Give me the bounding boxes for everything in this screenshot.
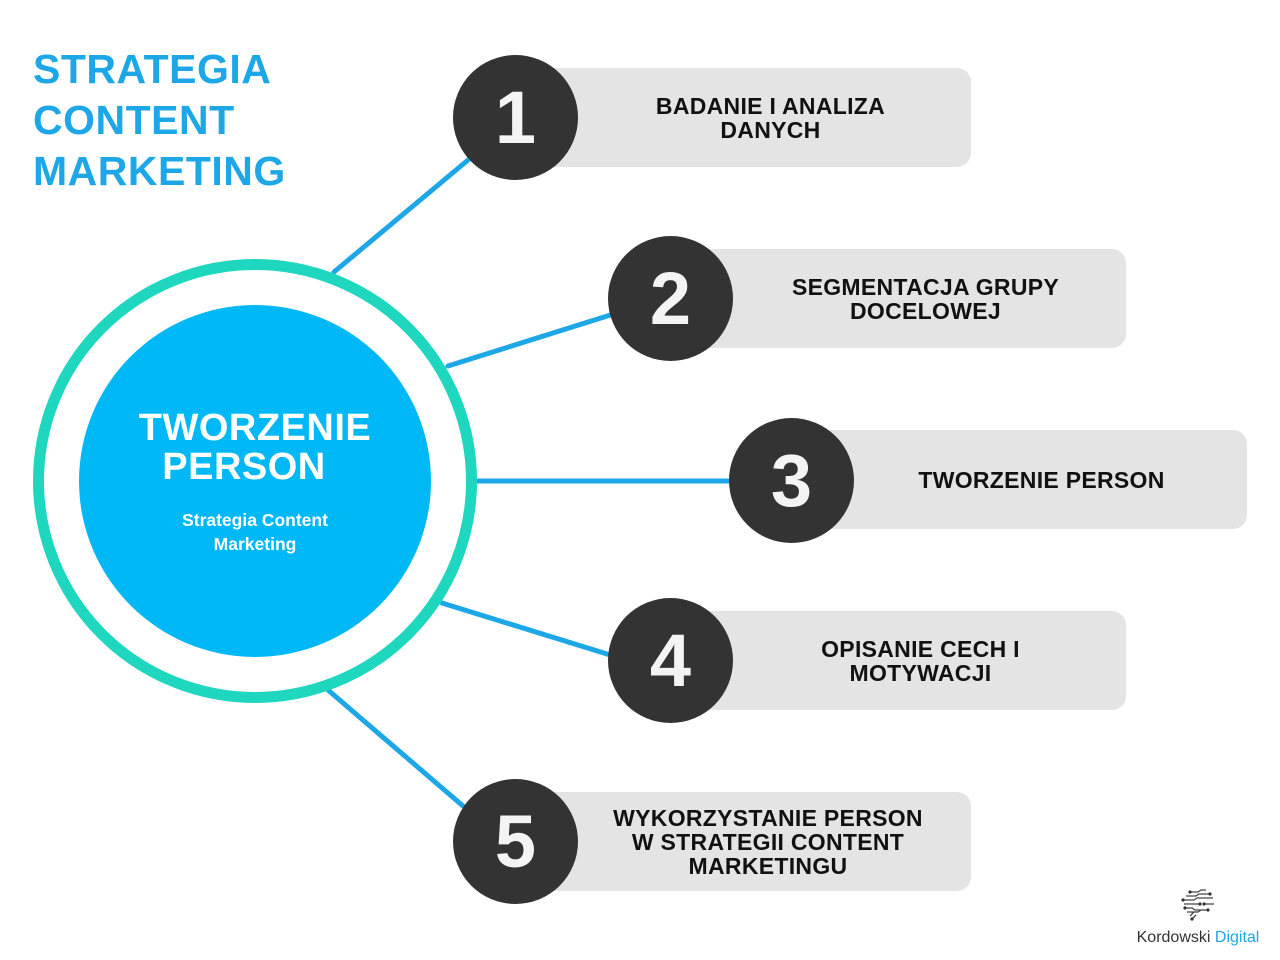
step-5-label-line-3: MARKETINGU (688, 852, 848, 879)
step-3-bar: TWORZENIE PERSON (816, 430, 1247, 529)
step-4-number-badge: 4 (608, 598, 733, 723)
hub-circle: TWORZENIE PERSON Strategia Content Marke… (79, 305, 431, 657)
step-3-label-line-1: TWORZENIE PERSON (918, 466, 1165, 493)
brand-name: Kordowski Digital (1118, 929, 1278, 947)
step-2-label: SEGMENTACJA GRUPY DOCELOWEJ (792, 275, 1059, 323)
step-4-bar: OPISANIE CECH I MOTYWACJI (695, 611, 1126, 710)
step-2-label-line-1: SEGMENTACJA GRUPY (791, 273, 1060, 300)
step-4-label-line-1: OPISANIE CECH I (821, 635, 1020, 662)
step-5-number-badge: 5 (453, 779, 578, 904)
page-title: STRATEGIA CONTENT MARKETING (33, 44, 286, 197)
step-3-number-badge: 3 (729, 418, 854, 543)
step-3-label: TWORZENIE PERSON (918, 468, 1164, 492)
step-4-label: OPISANIE CECH I MOTYWACJI (821, 637, 1020, 685)
step-2-number-badge: 2 (608, 236, 733, 361)
circuit-brain-icon (1181, 889, 1214, 921)
brand-logo: Kordowski Digital (1118, 888, 1278, 947)
hub-outer-ring (33, 259, 477, 703)
hub-subtitle: Strategia Content Marketing (79, 508, 431, 556)
connector-1 (331, 147, 483, 275)
step-5-label-line-1: WYKORZYSTANIE PERSON (613, 804, 923, 831)
step-4-label-line-2: MOTYWACJI (849, 659, 992, 686)
hub-title-line-2: PERSON (162, 446, 326, 488)
connector-2 (445, 309, 623, 369)
step-1-label-line-2: DANYCH (720, 116, 821, 143)
step-2-label-line-2: DOCELOWEJ (850, 297, 1001, 324)
title-line-1: STRATEGIA (33, 46, 272, 92)
connector-5 (325, 687, 473, 815)
step-5-label-line-2: W STRATEGII CONTENT (631, 828, 905, 855)
step-5-bar: WYKORZYSTANIE PERSON W STRATEGII CONTENT… (540, 792, 971, 891)
step-1-bar: BADANIE I ANALIZA DANYCH (540, 68, 971, 167)
step-2-bar: SEGMENTACJA GRUPY DOCELOWEJ (695, 249, 1126, 348)
hub-title: TWORZENIE PERSON (79, 409, 431, 487)
title-line-2: CONTENT (33, 97, 235, 143)
connector-4 (439, 600, 623, 661)
hub-subtitle-line-1: Strategia Content (182, 510, 328, 530)
title-line-3: MARKETING (33, 148, 286, 194)
step-5-label: WYKORZYSTANIE PERSON W STRATEGII CONTENT… (613, 806, 923, 878)
brand-name-part-2: Digital (1214, 929, 1260, 946)
step-1-label: BADANIE I ANALIZA DANYCH (656, 94, 885, 142)
hub-title-line-1: TWORZENIE (138, 407, 372, 449)
step-1-label-line-1: BADANIE I ANALIZA (655, 92, 886, 119)
brand-name-part-1: Kordowski (1136, 929, 1211, 946)
step-1-number-badge: 1 (453, 55, 578, 180)
hub-subtitle-line-2: Marketing (213, 534, 297, 554)
